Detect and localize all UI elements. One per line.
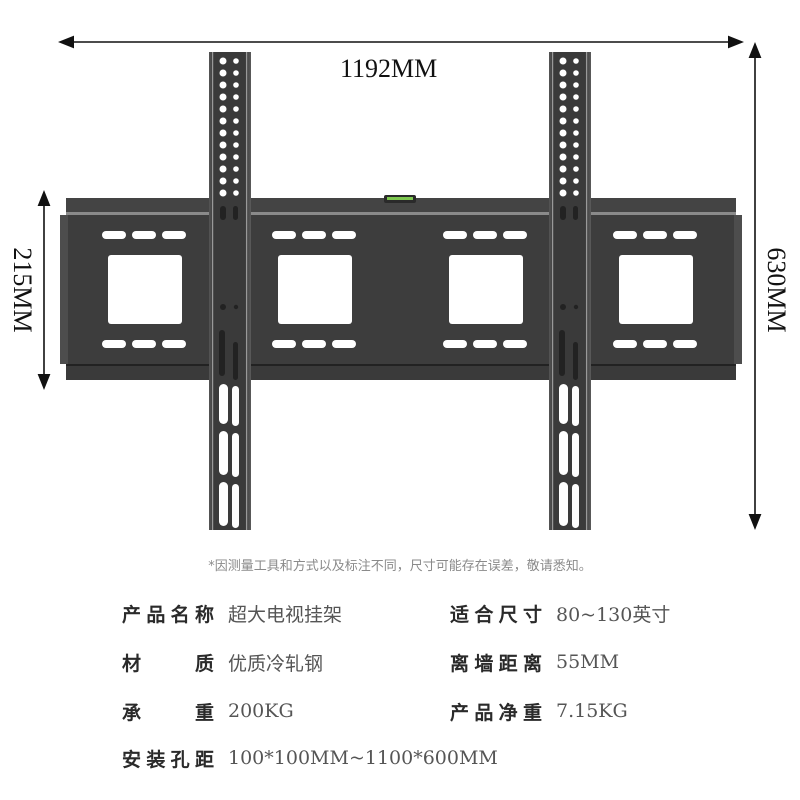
- spec-value: 优质冷轧钢: [228, 652, 324, 675]
- frame-height-dimension-label: 215MM: [8, 247, 37, 333]
- spec-value: 55MM: [556, 651, 620, 673]
- mounting-cutouts: [102, 231, 697, 348]
- spec-value: 80~130英寸: [556, 603, 671, 626]
- measurement-disclaimer: *因测量工具和方式以及标注不同，尺寸可能存在误差，敬请悉知。: [208, 559, 592, 574]
- spec-row-load-capacity: 承 重 200KG: [122, 696, 294, 726]
- spec-key: 产品名称: [122, 603, 214, 626]
- spec-key: 产品净重: [450, 701, 542, 724]
- left-vertical-arm: [209, 52, 251, 530]
- spec-value: 100*100MM~1100*600MM: [228, 747, 498, 769]
- spec-row-fit-size: 适合尺寸 80~130英寸: [450, 598, 670, 628]
- spec-value: 超大电视挂架: [228, 603, 343, 626]
- spec-row-product-name: 产品名称 超大电视挂架: [122, 598, 342, 628]
- spec-row-wall-distance: 离墙距离 55MM: [450, 647, 619, 677]
- bracket-illustration: [37, 35, 762, 530]
- spec-row-material: 材 质 优质冷轧钢: [122, 647, 323, 677]
- spec-key: 承 重: [122, 701, 214, 724]
- tv-mount-diagram: 1192MM 215MM 630MM: [8, 35, 791, 530]
- spec-row-net-weight: 产品净重 7.15KG: [450, 696, 628, 726]
- total-height-dimension-label: 630MM: [762, 247, 791, 333]
- spec-key: 材 质: [122, 652, 214, 675]
- spec-value: 200KG: [228, 700, 294, 722]
- spec-key: 适合尺寸: [450, 603, 542, 626]
- right-vertical-arm: [549, 52, 591, 530]
- spec-key: 安装孔距: [122, 748, 214, 771]
- spec-value: 7.15KG: [556, 700, 628, 722]
- spec-key: 离墙距离: [450, 652, 542, 675]
- spec-row-hole-spacing: 安装孔距 100*100MM~1100*600MM: [122, 743, 498, 773]
- width-dimension-label: 1192MM: [340, 54, 438, 83]
